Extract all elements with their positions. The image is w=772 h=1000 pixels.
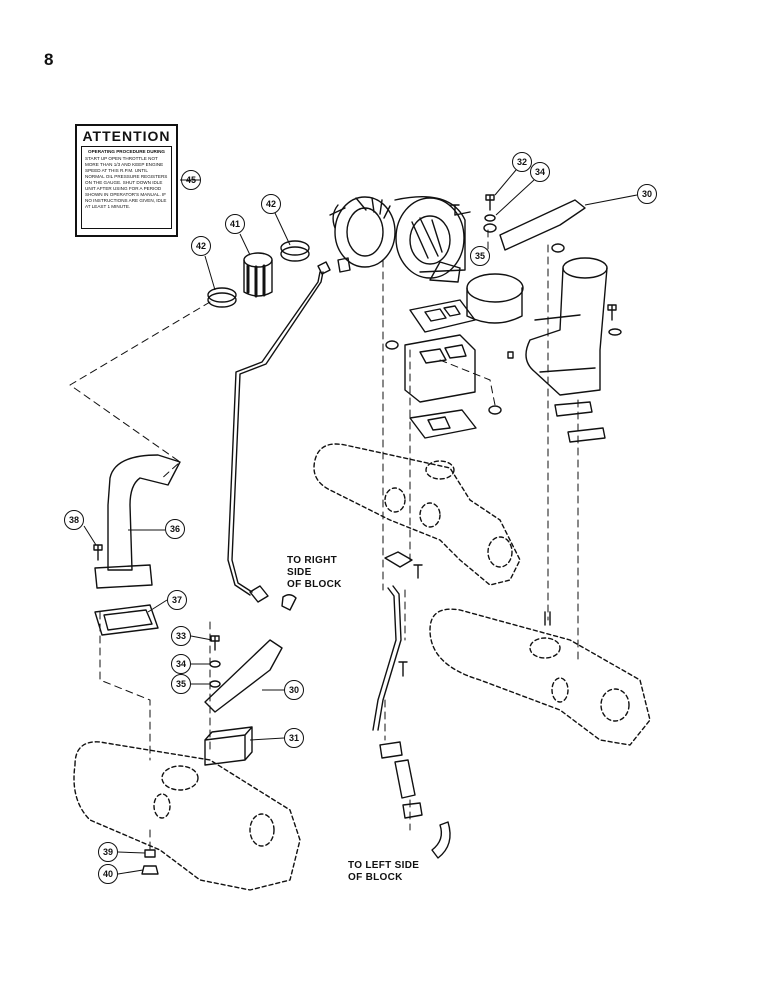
washer-39 [144, 849, 156, 858]
washer-34 [209, 660, 221, 668]
attention-title: ATTENTION [82, 128, 171, 144]
page-number: 8 [44, 50, 54, 69]
callout-34-top: 34 [530, 162, 550, 182]
callout-38: 38 [64, 510, 84, 530]
callout-42-left: 42 [191, 236, 211, 256]
exhaust-outlet-elbow [525, 257, 608, 396]
note-to-left-side: TO LEFT SIDE OF BLOCK [348, 860, 420, 883]
bolt-38 [93, 544, 103, 561]
turbo-bolt [450, 204, 460, 216]
callout-41: 41 [225, 214, 245, 234]
hose-41 [243, 252, 273, 298]
exhaust-manifold-rear [429, 608, 651, 746]
bolt-33 [210, 635, 220, 651]
attention-body: OPERATING PROCEDURE DURING START UP OPEN… [81, 146, 172, 229]
callout-30-lower: 30 [284, 680, 304, 700]
attention-decal: ATTENTION OPERATING PROCEDURE DURING STA… [75, 124, 178, 237]
callout-36: 36 [165, 519, 185, 539]
washer-35 [209, 680, 221, 688]
callout-40: 40 [98, 864, 118, 884]
callout-31: 31 [284, 728, 304, 748]
attention-heading: OPERATING PROCEDURE DURING [88, 149, 165, 154]
exhaust-adapter [404, 334, 476, 403]
callout-39: 39 [98, 842, 118, 862]
callout-37: 37 [167, 590, 187, 610]
hose-clamp-42-right [280, 240, 310, 262]
callout-42-right: 42 [261, 194, 281, 214]
callout-32: 32 [512, 152, 532, 172]
gasket-lower [409, 409, 477, 439]
callout-45: 45 [181, 170, 201, 190]
turbocharger [329, 196, 471, 283]
spacer-31 [204, 726, 253, 766]
outlet-bolt [607, 304, 617, 321]
exhaust-manifold-left [73, 741, 301, 891]
callout-35-lower: 35 [171, 674, 191, 694]
attention-text: START UP OPEN THROTTLE NOT MORE THAN 1/3… [85, 156, 168, 209]
bracket-30-left [204, 639, 283, 713]
callout-35-top: 35 [470, 246, 490, 266]
hose-clamp-42-left [207, 287, 237, 308]
bracket-30-right [499, 199, 586, 251]
intake-elbow-pipe [94, 454, 181, 589]
exhaust-manifold-right [313, 443, 521, 586]
oil-supply-line [227, 271, 321, 596]
sleeve-35 [466, 273, 524, 324]
gasket-37 [94, 604, 159, 636]
note-to-right-side: TO RIGHT SIDE OF BLOCK [287, 555, 342, 590]
callout-30-top: 30 [637, 184, 657, 204]
nut-40 [141, 865, 159, 875]
assembly-leader-lines [69, 229, 579, 851]
callout-34-lower: 34 [171, 654, 191, 674]
gasket-upper [409, 299, 476, 333]
callout-33: 33 [171, 626, 191, 646]
oil-drain-line [372, 551, 451, 859]
